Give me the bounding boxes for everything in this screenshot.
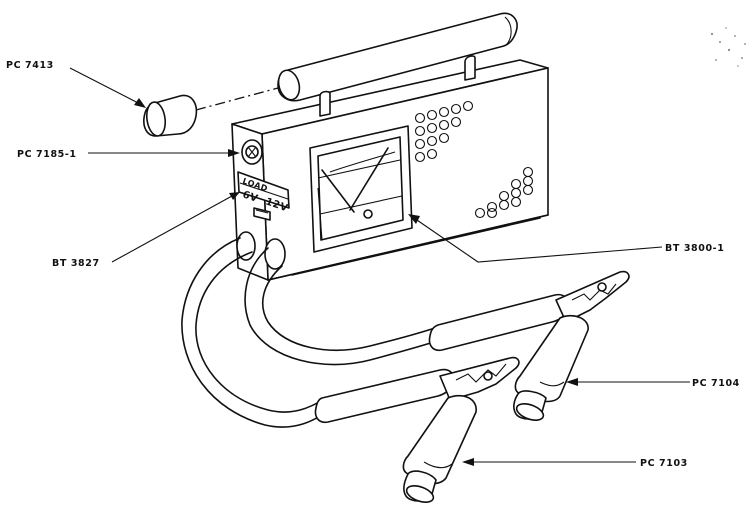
lower-battery-clamp[interactable] (314, 356, 520, 506)
callout-pc7413: PC 7413 (6, 60, 54, 71)
callout-bt3827: BT 3827 (52, 258, 100, 269)
callout-pc7103: PC 7103 (640, 458, 688, 469)
callout-bt3800: BT 3800-1 (665, 243, 724, 254)
callout-pc7185: PC 7185-1 (17, 149, 77, 160)
upper-battery-clamp[interactable] (428, 270, 630, 424)
socket-left (236, 231, 256, 261)
slide-button[interactable] (253, 207, 271, 221)
vent-holes-upper (414, 100, 474, 163)
cable-inner (244, 247, 441, 366)
meter-window (309, 125, 413, 253)
callout-pc7104: PC 7104 (692, 378, 740, 389)
meter-needle (349, 147, 389, 211)
load-toggle-switch[interactable] (241, 139, 263, 165)
scan-speckles (711, 27, 746, 67)
fuse-tube (277, 12, 518, 102)
leader-lines (69, 67, 690, 466)
fuse-alignment-line (195, 87, 279, 111)
cable-outer (181, 237, 331, 428)
socket-right (264, 238, 286, 270)
vent-holes-lower (474, 166, 534, 219)
volt-6-label: 6V (241, 189, 259, 205)
fuse-cap (143, 94, 198, 137)
